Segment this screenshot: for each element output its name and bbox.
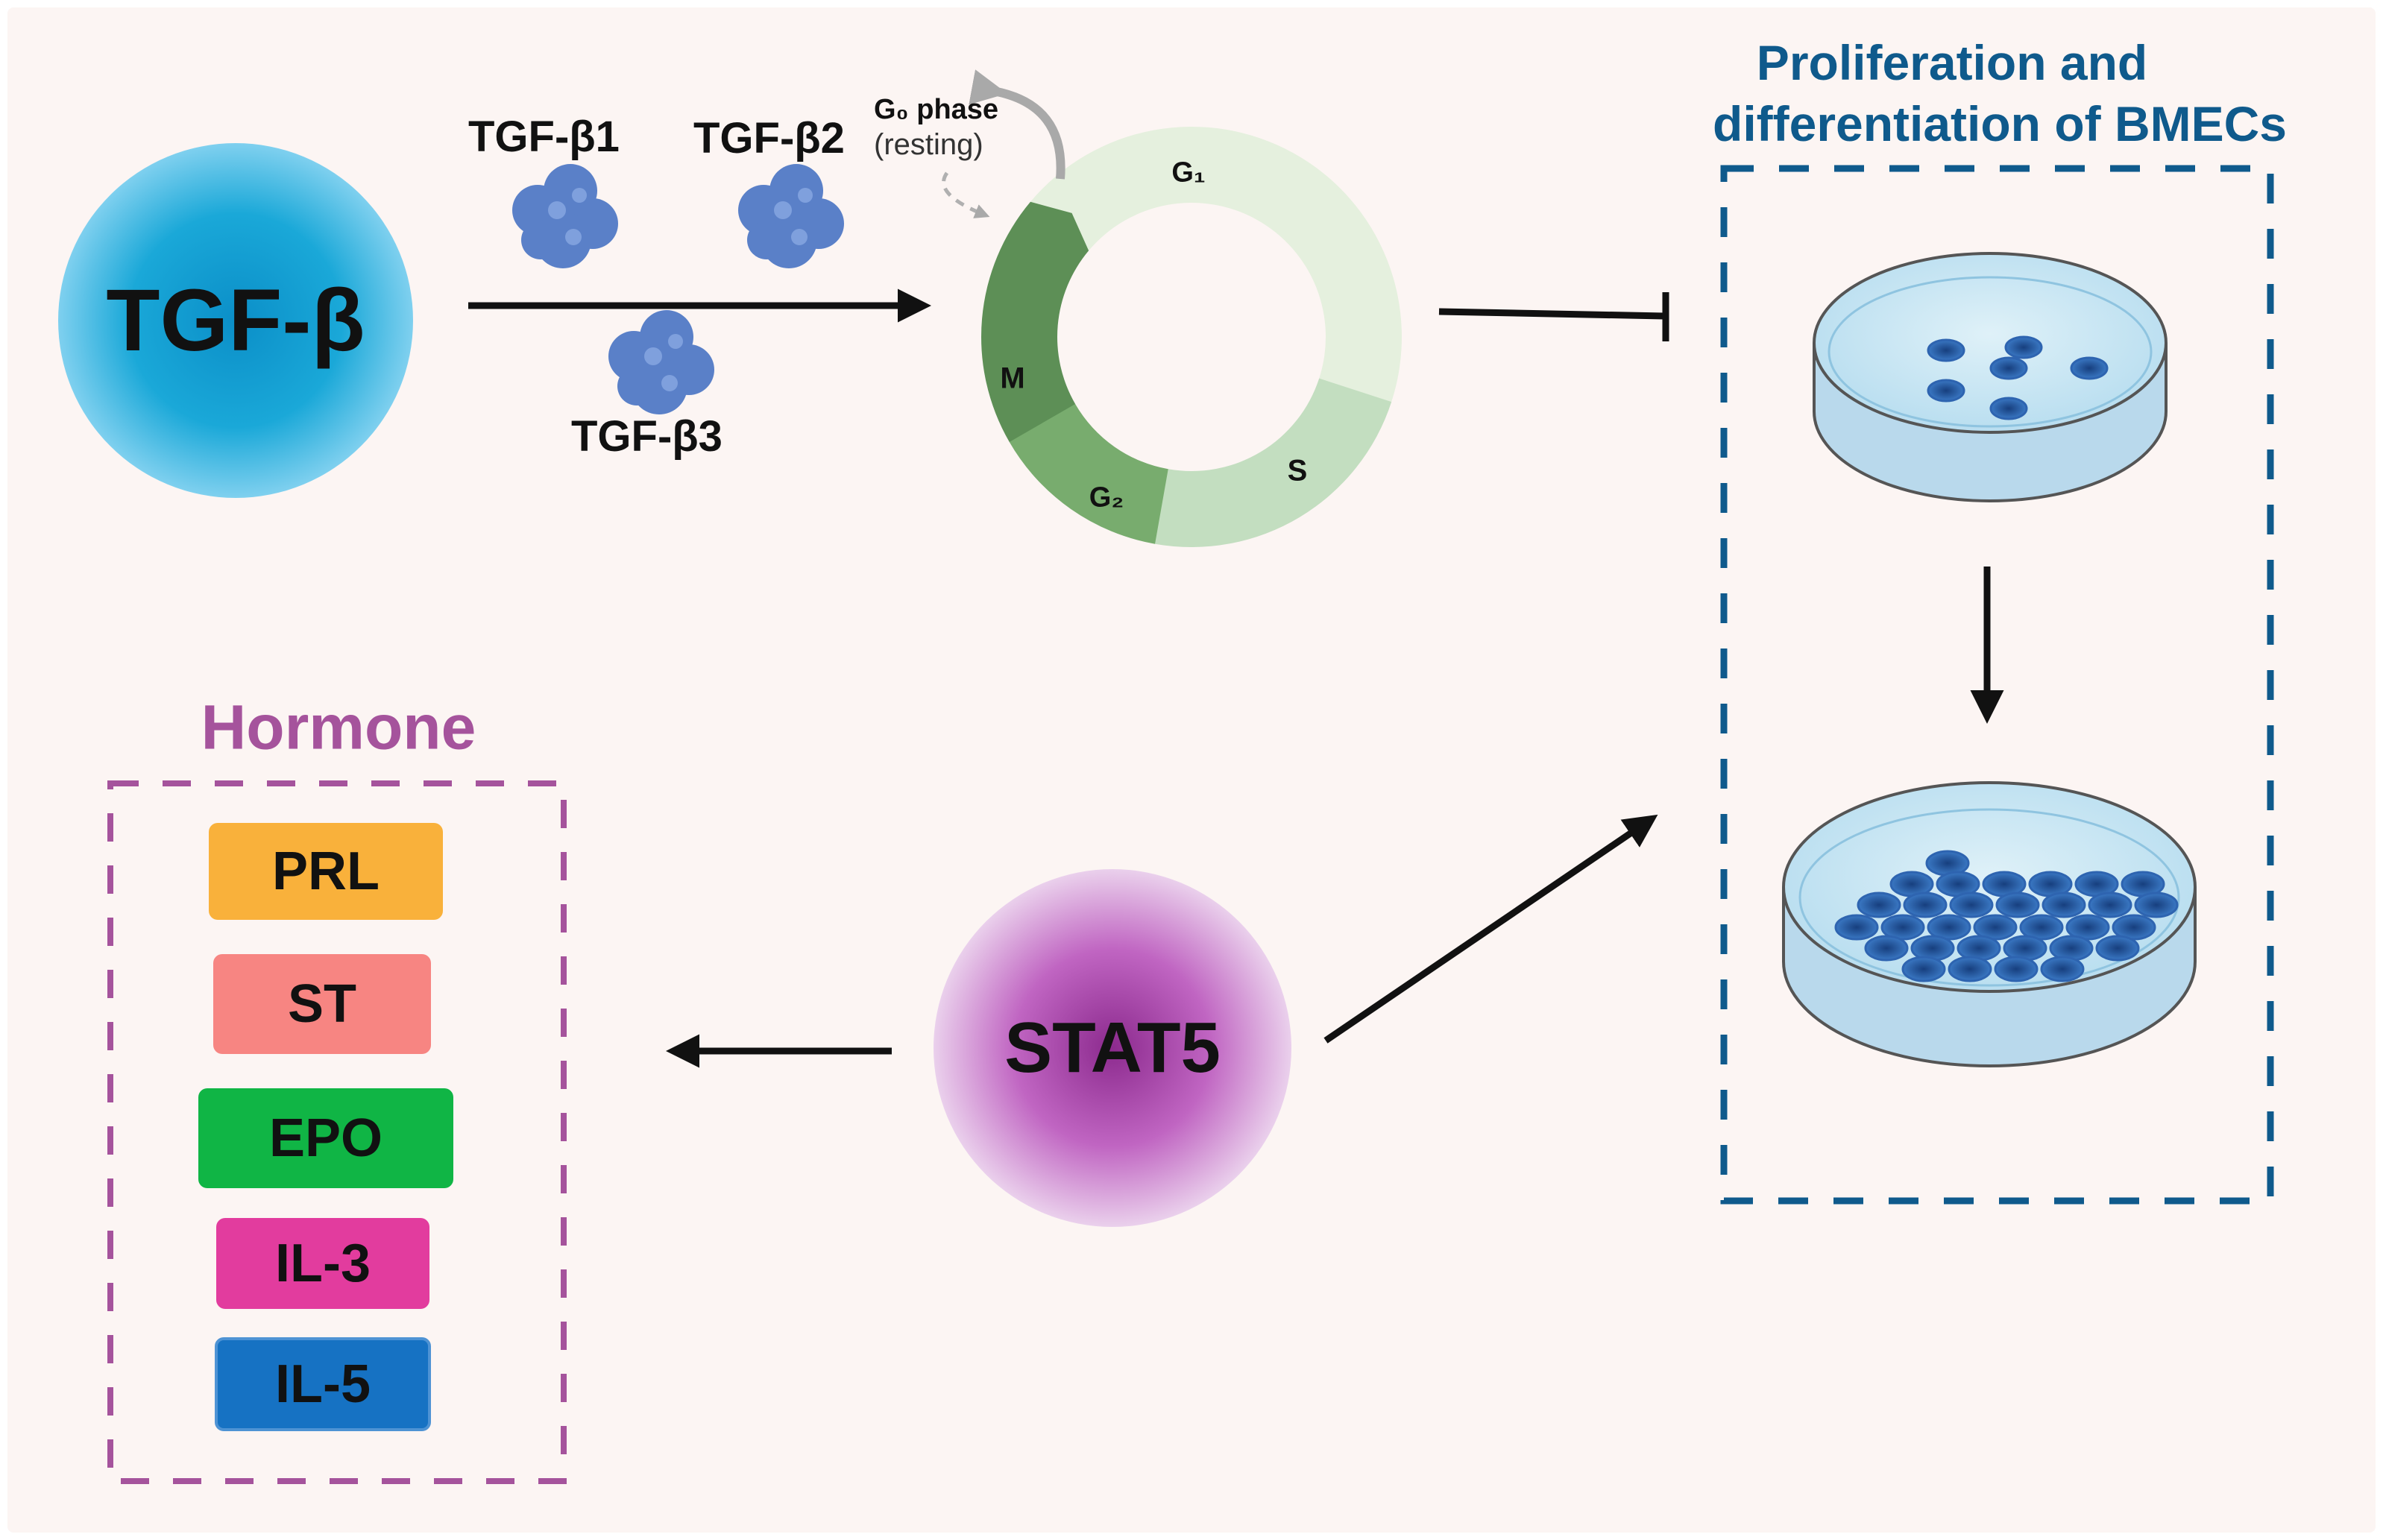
cell-icon	[2070, 356, 2109, 380]
hormone-epo: EPO	[198, 1088, 453, 1188]
cell-icon	[2088, 892, 2132, 918]
background-panel	[7, 7, 2376, 1533]
hormone-box	[107, 780, 567, 1484]
tgf-beta1-protein-icon	[512, 164, 618, 268]
tgf-beta-label: TGF-β	[106, 271, 365, 370]
cell-icon	[1880, 914, 1925, 941]
petri-dish-sparse	[1813, 252, 2168, 502]
cell-icon	[1901, 956, 1946, 982]
cell-icon	[2004, 335, 2043, 359]
tgf-beta3-label: TGF-β3	[571, 412, 723, 461]
cell-icon	[1973, 914, 2018, 941]
cell-icon	[2040, 956, 2085, 982]
cell-icon	[1903, 892, 1948, 918]
phase-s-label: S	[1287, 454, 1308, 487]
cell-icon	[1989, 356, 2028, 380]
hormone-title: Hormone	[201, 692, 476, 763]
cell-icon	[1834, 914, 1879, 941]
cell-icon	[1927, 338, 1965, 362]
cycle-segment-s	[1144, 378, 1392, 547]
cycle-segment-m	[981, 201, 1089, 442]
phase-g1-label: G₁	[1171, 157, 1206, 189]
bmec-title-line2: differentiation of BMECs	[1713, 96, 2287, 151]
bmec-title-line1: Proliferation and	[1756, 35, 2148, 90]
g0-entry-arrow	[942, 171, 990, 218]
g0-resting-label: (resting)	[874, 128, 983, 161]
hormone-il3: IL-3	[216, 1218, 429, 1309]
cell-icon	[1994, 956, 2039, 982]
stat5-circle	[934, 869, 1291, 1227]
cell-icon	[1949, 892, 1994, 918]
tgf-beta2-label: TGF-β2	[693, 114, 845, 162]
phase-g2-label: G₂	[1089, 482, 1124, 514]
cell-icon	[1927, 379, 1965, 403]
cell-icon	[1948, 956, 1992, 982]
stat5-label: STAT5	[1004, 1008, 1221, 1088]
tgf-beta1-label: TGF-β1	[468, 113, 620, 161]
hormone-prl: PRL	[209, 823, 443, 920]
cell-icon	[2095, 935, 2140, 962]
phase-m-label: M	[1000, 362, 1025, 395]
cell-icon	[1857, 892, 1901, 918]
tgf-beta-circle	[58, 143, 413, 498]
bmec-box	[1720, 165, 2274, 1205]
cell-icon	[2065, 914, 2110, 941]
cycle-segment-g2	[1009, 404, 1168, 544]
hormone-il5: IL-5	[215, 1337, 431, 1431]
cycle-inhibits-bmec-line	[1438, 308, 1665, 320]
tgf-beta2-protein-icon	[738, 164, 844, 268]
cell-icon	[2019, 914, 2064, 941]
cell-icon	[2042, 892, 2086, 918]
g0-phase-label: G₀ phase	[874, 94, 999, 125]
cell-icon	[1989, 397, 2028, 420]
cell-icon	[2134, 892, 2179, 918]
tgf-beta3-protein-icon	[608, 310, 714, 414]
cell-cycle-ring	[981, 126, 1403, 547]
cell-icon	[2112, 914, 2156, 941]
cell-icon	[1864, 935, 1909, 962]
stat5-to-bmec-arrow	[1323, 814, 1658, 1044]
petri-dish-dense	[1782, 781, 2197, 1067]
g0-exit-arrow	[969, 69, 1065, 180]
hormone-st: ST	[213, 954, 431, 1054]
cell-icon	[1927, 914, 1971, 941]
cell-icon	[1995, 892, 2040, 918]
cycle-segment-g1	[1030, 126, 1403, 407]
